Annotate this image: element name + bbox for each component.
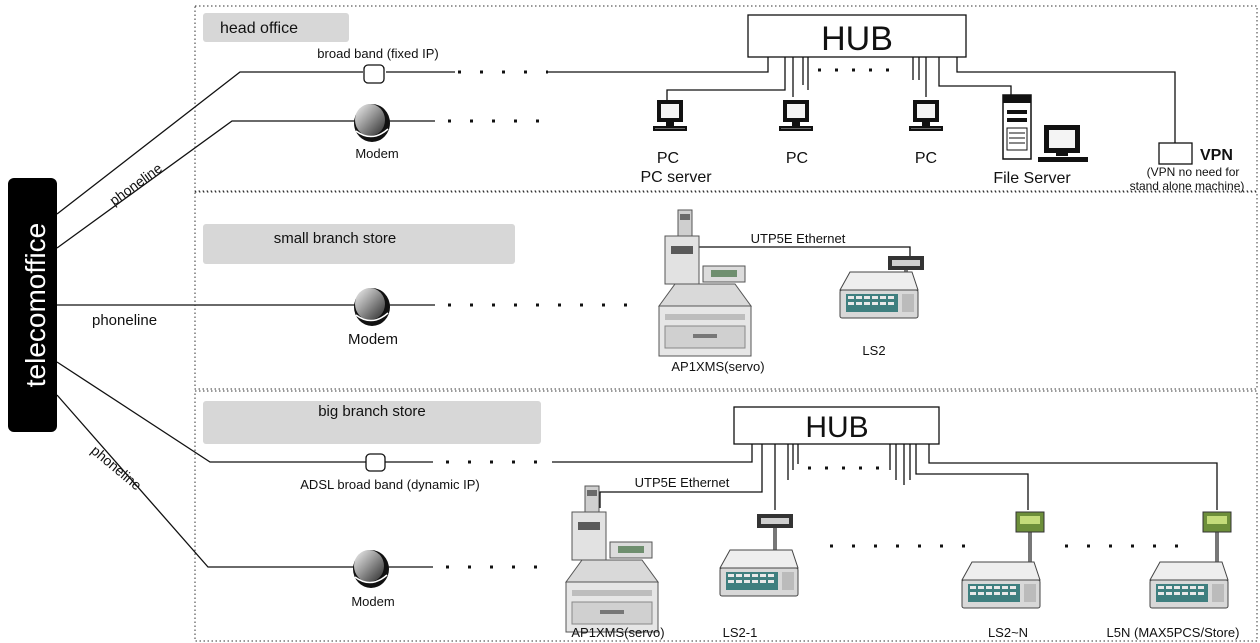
vpn-label: VPN [1200, 147, 1233, 164]
vpn-note-line2: stand alone machine) [1130, 179, 1245, 193]
telecom-wires [56, 71, 455, 568]
pc-icon[interactable] [908, 99, 944, 132]
small-ethernet-wire [687, 246, 911, 262]
broadband-connector-icon [363, 64, 385, 84]
small-modem-icon [353, 287, 391, 327]
small-pos-label: AP1XMS(servo) [671, 359, 764, 374]
adsl-label: ADSL broad band (dynamic IP) [300, 477, 479, 492]
small-scale-label: LS2 [862, 343, 885, 358]
head-modem-label: Modem [355, 146, 398, 161]
pc1-label: PC [657, 150, 679, 167]
adsl-connector-icon [365, 453, 386, 472]
small-branch-title-tag [203, 224, 515, 264]
big-scale1-label: LS2-1 [723, 625, 758, 640]
head-hub-box[interactable] [747, 14, 967, 58]
big-branch-title: big branch store [318, 403, 426, 420]
head-hub-downlinks [666, 57, 1176, 143]
head-phoneline-label: phoneline [106, 160, 165, 209]
cash-register-icon[interactable] [658, 209, 752, 357]
small-branch-frame [194, 191, 1258, 390]
head-modem-icon [353, 103, 391, 143]
vpn-box-icon[interactable] [1158, 142, 1193, 165]
big-pos-label: AP1XMS(servo) [571, 625, 664, 640]
small-modem-label: Modem [348, 331, 398, 348]
telecom-office-box: telecomoffice [8, 178, 57, 432]
broadband-to-hub-wire [548, 57, 769, 73]
scale-icon[interactable] [839, 271, 919, 319]
scale-icon[interactable] [1149, 561, 1229, 609]
scale-icon[interactable] [719, 549, 799, 597]
big-ethernet-label: UTP5E Ethernet [635, 475, 730, 490]
pc3-label: PC [915, 150, 937, 167]
adsl-to-hub-wire [552, 443, 753, 463]
broadband-label: broad band (fixed IP) [317, 46, 438, 61]
pc2-label: PC [786, 150, 808, 167]
scale-icon[interactable] [961, 561, 1041, 609]
pc1-sub-label: PC server [640, 169, 712, 186]
file-server-label: File Server [993, 170, 1071, 187]
big-modem-icon [352, 549, 390, 589]
big-scale2-label: LS2~N [988, 625, 1028, 640]
head-hub-label: HUB [821, 20, 893, 58]
big-branch-title-tag [203, 401, 541, 444]
cash-register-icon[interactable] [565, 485, 659, 633]
small-ethernet-label: UTP5E Ethernet [751, 231, 846, 246]
vpn-note-line1: (VPN no need for [1147, 165, 1240, 179]
pc-icon[interactable] [778, 99, 814, 132]
big-modem-label: Modem [351, 594, 394, 609]
telecom-office-label: telecomoffice [20, 223, 51, 387]
pc-icon[interactable] [652, 99, 688, 132]
big-hub-label: HUB [805, 411, 868, 444]
head-office-title: head office [220, 20, 298, 37]
big-hub-box[interactable] [733, 406, 940, 445]
head-office-title-tag [203, 13, 349, 42]
big-scale3-label: L5N (MAX5PCS/Store) [1107, 625, 1240, 640]
big-hub-downlinks [599, 444, 1218, 510]
head-office-frame [194, 5, 1258, 192]
small-branch-title: small branch store [274, 230, 397, 247]
file-server-icon[interactable] [1002, 94, 1088, 162]
big-phoneline-label: phoneline [88, 442, 145, 493]
small-phoneline-label: phoneline [92, 312, 157, 329]
